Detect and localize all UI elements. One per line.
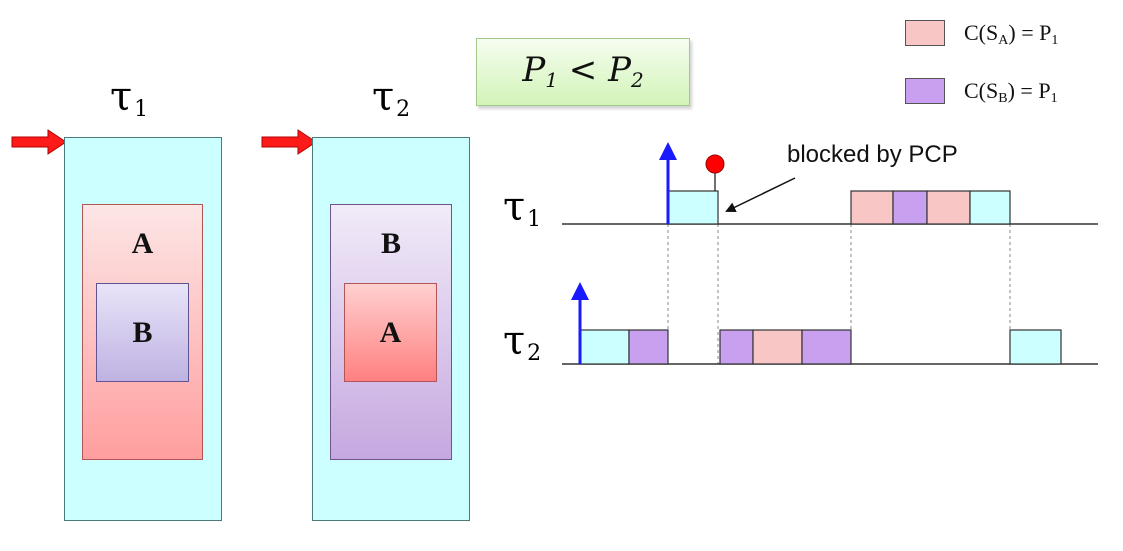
timeline-block-task1-normal: [667, 190, 719, 225]
timeline-row-label-task2: τ2: [503, 318, 542, 366]
timeline-block-task1-section-a: [926, 190, 971, 225]
timeline-block-task2-normal: [579, 329, 630, 365]
priority-condition: P1 < P2: [476, 38, 690, 106]
timeline-block-task1-normal: [969, 190, 1011, 225]
arrow-icon-task2: [261, 129, 317, 155]
timeline-row-label-task1: τ1: [503, 184, 542, 232]
legend-label-a: C(SA) = P1: [964, 20, 1059, 48]
task1-label: τ1: [110, 74, 149, 122]
task2-critical-section-a: A: [344, 283, 437, 382]
task1-critical-section-b: B: [96, 283, 189, 382]
legend-swatch-a: [905, 20, 945, 46]
task1-inner-label: B: [132, 316, 153, 349]
annotation-pointer-arrow: [725, 177, 796, 213]
blocked-dot-icon: [705, 154, 725, 174]
timeline-block-task2-normal: [1009, 329, 1062, 365]
task2-outer-label: B: [380, 227, 401, 260]
timeline-block-task1-section-b: [892, 190, 928, 225]
task2-label: τ2: [372, 74, 411, 122]
blocked-annotation: blocked by PCP: [787, 141, 958, 168]
timeline-block-task1-section-a: [850, 190, 894, 225]
legend-label-b: C(SB) = P1: [964, 78, 1058, 106]
timeline-block-task2-section-b: [719, 329, 754, 365]
legend-swatch-b: [905, 78, 945, 104]
timeline-block-task2-section-a: [752, 329, 803, 365]
task2-inner-label: A: [379, 316, 402, 349]
timeline-block-task2-section-b: [801, 329, 852, 365]
task1-outer-label: A: [131, 227, 154, 260]
arrow-icon-task1: [11, 129, 67, 155]
timeline-block-task2-section-b: [628, 329, 669, 365]
